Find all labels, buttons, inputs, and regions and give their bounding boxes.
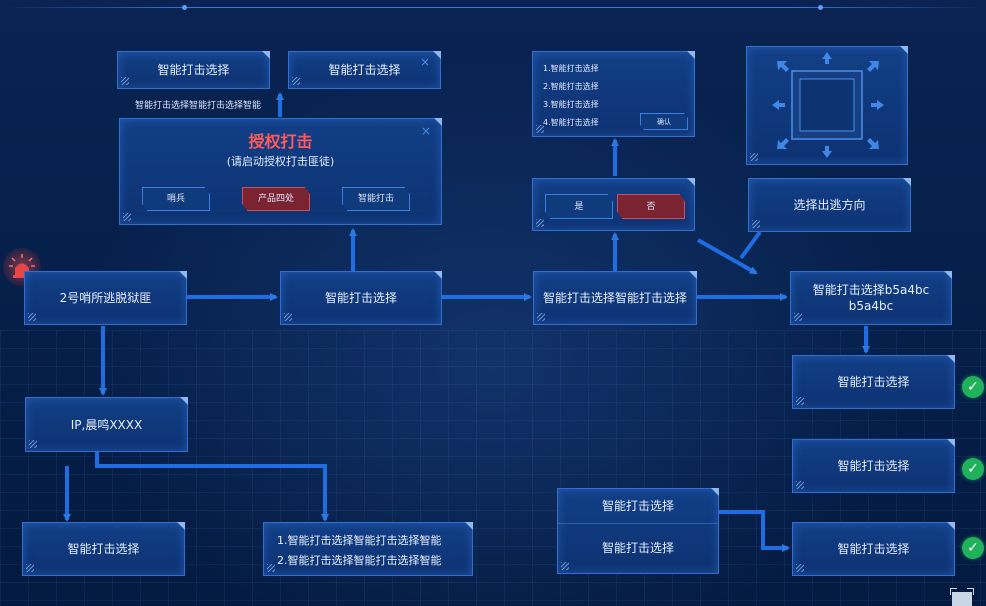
auth-panel: × 授权打击 (请启动授权打击匪徒) 哨兵 产品四处 智能打击: [119, 118, 442, 225]
direction-panel[interactable]: [746, 46, 908, 165]
node-bottom-left[interactable]: 智能打击选择: [22, 522, 185, 576]
node-middle-2[interactable]: 智能打击选择智能打击选择: [533, 271, 697, 325]
check-circle-icon: ✓: [962, 458, 984, 480]
node-source[interactable]: 2号哨所逃脱狱匪: [24, 271, 187, 325]
product-button[interactable]: 产品四处: [242, 187, 310, 211]
node-check-2[interactable]: 智能打击选择: [792, 439, 955, 493]
choice-panel: 1.智能打击选择 2.智能打击选择 3.智能打击选择 4.智能打击选择 确认: [532, 51, 695, 137]
check-circle-icon: ✓: [962, 376, 984, 398]
node-bottom-mid-1: 智能打击选择: [558, 489, 718, 524]
top-divider: [0, 7, 986, 8]
no-button[interactable]: 否: [617, 194, 685, 219]
node-right-top[interactable]: 智能打击选择b5a4bc b5a4bc: [790, 271, 952, 325]
choice-item[interactable]: 2.智能打击选择: [543, 82, 599, 91]
floating-label: 智能打击选择智能打击选择智能: [135, 101, 262, 111]
divider-dot: [818, 5, 823, 10]
confirm-button[interactable]: 确认: [640, 113, 688, 130]
sentry-button[interactable]: 哨兵: [142, 187, 210, 211]
list-item: 2.智能打击选择智能打击选择智能: [277, 554, 442, 567]
expand-icon[interactable]: [950, 588, 974, 606]
node-ip[interactable]: IP,晨鸣XXXX: [25, 397, 188, 452]
node-bottom-list[interactable]: 1.智能打击选择智能打击选择智能 2.智能打击选择智能打击选择智能: [263, 522, 473, 576]
choice-item[interactable]: 3.智能打击选择: [543, 100, 599, 109]
node-bottom-mid[interactable]: 智能打击选择 智能打击选择: [557, 488, 719, 574]
node-top-left-1[interactable]: 智能打击选择: [117, 51, 270, 89]
node-check-1[interactable]: 智能打击选择: [792, 355, 955, 409]
close-icon[interactable]: ×: [420, 124, 431, 138]
node-label: 智能打击选择: [328, 63, 401, 77]
node-direction[interactable]: 选择出逃方向: [748, 178, 911, 232]
choice-list: 1.智能打击选择 2.智能打击选择 3.智能打击选择 4.智能打击选择: [543, 60, 599, 132]
node-middle-1[interactable]: 智能打击选择: [280, 271, 442, 325]
auth-title: 授权打击: [248, 132, 313, 151]
choice-item[interactable]: 4.智能打击选择: [543, 118, 599, 127]
list-item: 1.智能打击选择智能打击选择智能: [277, 534, 442, 547]
node-check-3[interactable]: 智能打击选择: [792, 522, 955, 576]
yes-button[interactable]: 是: [545, 194, 613, 219]
close-icon[interactable]: ×: [419, 55, 430, 69]
node-bottom-mid-2: 智能打击选择: [601, 541, 674, 555]
divider-dot: [182, 5, 187, 10]
direction-arrows-icon: [772, 52, 884, 158]
check-circle-icon: ✓: [962, 537, 984, 559]
auth-subtitle: (请启动授权打击匪徒): [226, 155, 335, 168]
node-top-left-2[interactable]: 智能打击选择 ×: [288, 51, 441, 89]
smart-strike-button[interactable]: 智能打击: [342, 187, 410, 211]
choice-item[interactable]: 1.智能打击选择: [543, 64, 599, 73]
yes-no-panel: 是 否: [532, 178, 695, 231]
bottom-list: 1.智能打击选择智能打击选择智能 2.智能打击选择智能打击选择智能: [277, 531, 442, 571]
